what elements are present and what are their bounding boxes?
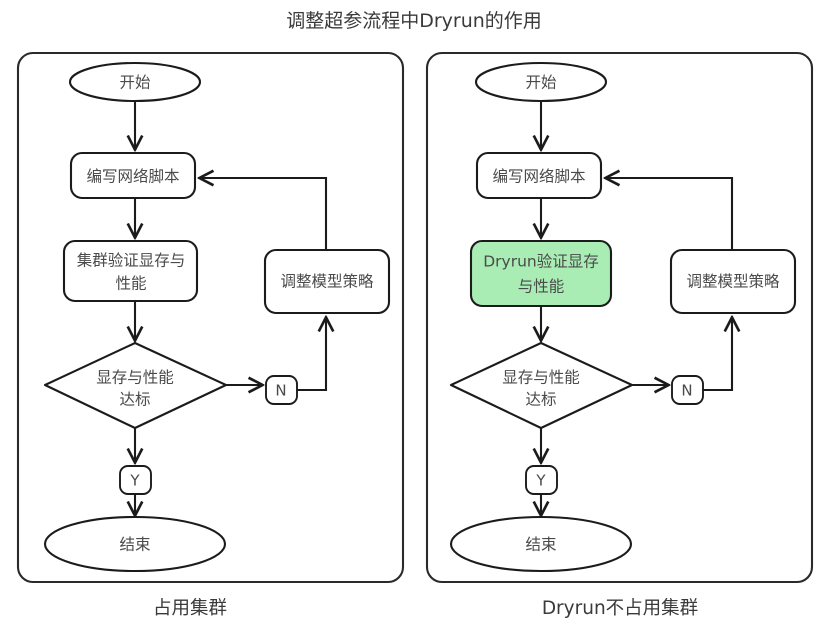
decision-diamond: [43, 341, 228, 430]
decision-label-line2: 达标: [119, 391, 150, 409]
dryrun-validate-label-line2: 与性能: [518, 278, 565, 296]
adjust-label: 调整模型策略: [280, 273, 374, 291]
write-script-box: [69, 151, 197, 200]
decision-diamond: [449, 341, 634, 430]
no-badge-box: [265, 375, 298, 405]
validate-box: [62, 239, 199, 303]
edge-no-to-adjust: [297, 319, 326, 392]
write-script-label: 编写网络脚本: [86, 168, 179, 186]
panel-right-frame: [425, 51, 814, 584]
adjust-box: [669, 248, 797, 315]
no-badge-label: N: [275, 382, 286, 400]
node-adjust-right: 调整模型策略: [669, 248, 797, 315]
panel-right-edges: [541, 101, 732, 514]
node-yes-badge-left: Y: [119, 465, 152, 495]
decision-label-line2: 达标: [525, 391, 556, 409]
panel-left-edges: [135, 101, 326, 514]
panel-left: 开始 编写网络脚本 集群验证显存与 性能 显存与性能 达标 N 调整模型策略: [16, 51, 405, 619]
node-start-left: 开始: [68, 61, 202, 103]
yes-badge-label: Y: [129, 472, 140, 490]
adjust-label: 调整模型策略: [686, 273, 780, 291]
start-label: 开始: [525, 74, 557, 92]
node-write-script-right: 编写网络脚本: [475, 151, 603, 200]
edge-adjust-to-script: [201, 178, 328, 250]
no-badge-label: N: [681, 382, 692, 400]
page-title: 调整超参流程中Dryrun的作用: [286, 10, 542, 32]
end-ellipse: [43, 515, 227, 573]
yes-badge-label: Y: [535, 472, 546, 490]
node-end-left: 结束: [43, 515, 227, 573]
start-ellipse: [68, 61, 202, 103]
edge-adjust-to-script: [607, 178, 734, 250]
edge-no-to-adjust: [703, 319, 732, 392]
end-label: 结束: [119, 536, 150, 554]
validate-label-line2: 性能: [115, 275, 146, 293]
panel-left-caption: 占用集群: [153, 598, 227, 619]
dryrun-validate-box: [469, 239, 613, 308]
panel-left-frame: [16, 51, 405, 584]
validate-label-line1: 集群验证显存与: [77, 252, 186, 270]
adjust-box: [263, 248, 391, 315]
write-script-label: 编写网络脚本: [492, 168, 585, 186]
node-adjust-left: 调整模型策略: [263, 248, 391, 315]
node-decision-left: 显存与性能 达标: [43, 341, 228, 430]
node-end-right: 结束: [449, 515, 633, 573]
node-validate-left: 集群验证显存与 性能: [62, 239, 199, 303]
node-start-right: 开始: [474, 61, 608, 103]
end-label: 结束: [525, 536, 556, 554]
panel-right-caption: Dryrun不占用集群: [542, 598, 698, 619]
node-no-badge-left: N: [265, 375, 298, 405]
node-decision-right: 显存与性能 达标: [449, 341, 634, 430]
yes-badge-box: [525, 465, 558, 495]
start-label: 开始: [119, 74, 151, 92]
node-validate-right: Dryrun验证显存 与性能: [469, 239, 613, 308]
yes-badge-box: [119, 465, 152, 495]
node-yes-badge-right: Y: [525, 465, 558, 495]
start-ellipse: [474, 61, 608, 103]
panel-right: 开始 编写网络脚本 Dryrun验证显存 与性能 显存与性能 达标 N 调整模型…: [425, 51, 814, 619]
write-script-box: [475, 151, 603, 200]
decision-label-line1: 显存与性能: [502, 369, 580, 387]
node-write-script-left: 编写网络脚本: [69, 151, 197, 200]
dryrun-validate-label-line1: Dryrun验证显存: [483, 253, 599, 271]
end-ellipse: [449, 515, 633, 573]
node-no-badge-right: N: [671, 375, 704, 405]
decision-label-line1: 显存与性能: [96, 369, 174, 387]
no-badge-box: [671, 375, 704, 405]
